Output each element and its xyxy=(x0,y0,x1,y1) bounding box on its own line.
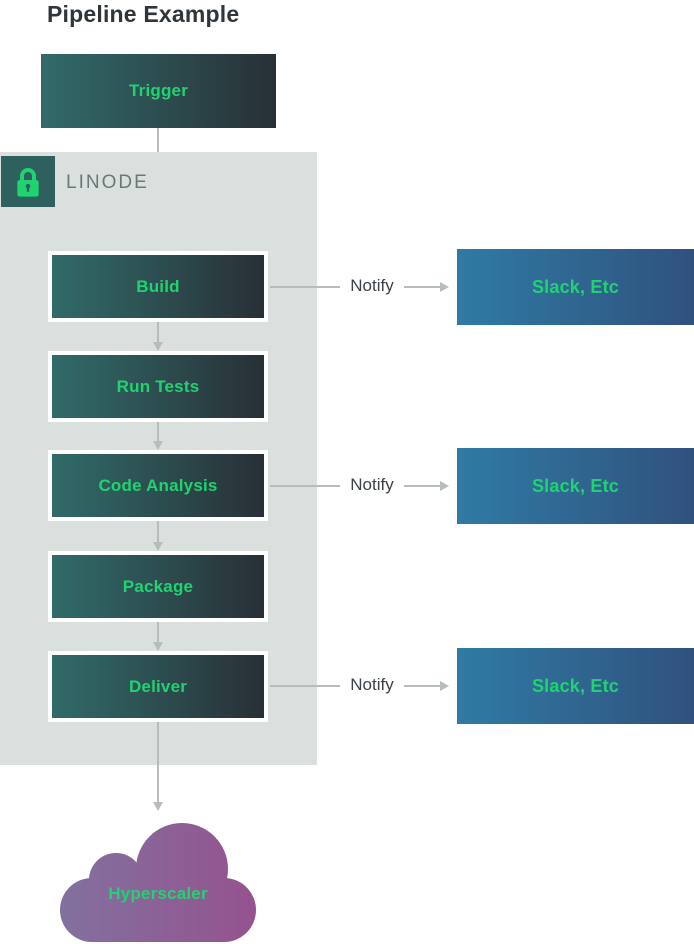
arrowhead-right-icon xyxy=(440,681,449,691)
arrowhead-down-icon xyxy=(153,342,163,351)
connector-codeanalysis-package-line xyxy=(157,521,159,542)
notify-arrow-line xyxy=(404,485,440,487)
connector-package-deliver-line xyxy=(157,622,159,642)
notify-line-from-code-analysis xyxy=(270,485,340,487)
arrowhead-down-icon xyxy=(153,642,163,651)
node-deliver-label: Deliver xyxy=(128,676,188,696)
node-deliver: Deliver xyxy=(48,651,268,722)
node-trigger: Trigger xyxy=(41,54,276,128)
node-package: Package xyxy=(48,551,268,622)
node-hyperscaler xyxy=(60,822,256,942)
connector-runtests-codeanalysis-line xyxy=(157,422,159,441)
notify-line-from-deliver xyxy=(270,685,340,687)
arrowhead-right-icon xyxy=(440,481,449,491)
page-title: Pipeline Example xyxy=(47,1,240,27)
connector-build-runtests-line xyxy=(157,322,159,342)
node-slack-label: Slack, Etc xyxy=(531,475,620,496)
lock-icon xyxy=(17,167,39,197)
arrowhead-down-icon xyxy=(153,441,163,450)
notify-label: Notify xyxy=(350,675,394,694)
node-code-analysis: Code Analysis xyxy=(48,450,268,521)
node-run-tests: Run Tests xyxy=(48,351,268,422)
linode-label: LINODE xyxy=(66,172,149,193)
notify-label: Notify xyxy=(350,276,394,295)
arrowhead-down-icon xyxy=(153,542,163,551)
notify-arrow-line xyxy=(404,286,440,288)
lock-badge xyxy=(1,156,55,207)
node-package-label: Package xyxy=(122,576,194,596)
node-hyperscaler-label: Hyperscaler xyxy=(108,884,208,903)
node-slack-label: Slack, Etc xyxy=(531,276,620,297)
node-trigger-label: Trigger xyxy=(128,81,189,100)
connector-deliver-cloud-line xyxy=(157,722,159,802)
node-build: Build xyxy=(48,251,268,322)
notify-line-from-build xyxy=(270,286,340,288)
node-build-label: Build xyxy=(136,276,180,296)
node-slack-1: Slack, Etc xyxy=(457,249,694,325)
node-slack-2: Slack, Etc xyxy=(457,448,694,524)
cloud-icon xyxy=(60,823,256,942)
notify-arrow-line xyxy=(404,685,440,687)
arrowhead-down-icon xyxy=(153,802,163,811)
notify-label: Notify xyxy=(350,475,394,494)
arrowhead-right-icon xyxy=(440,282,449,292)
node-code-analysis-label: Code Analysis xyxy=(98,475,218,495)
node-slack-label: Slack, Etc xyxy=(531,675,620,696)
node-slack-3: Slack, Etc xyxy=(457,648,694,724)
node-run-tests-label: Run Tests xyxy=(116,376,200,396)
